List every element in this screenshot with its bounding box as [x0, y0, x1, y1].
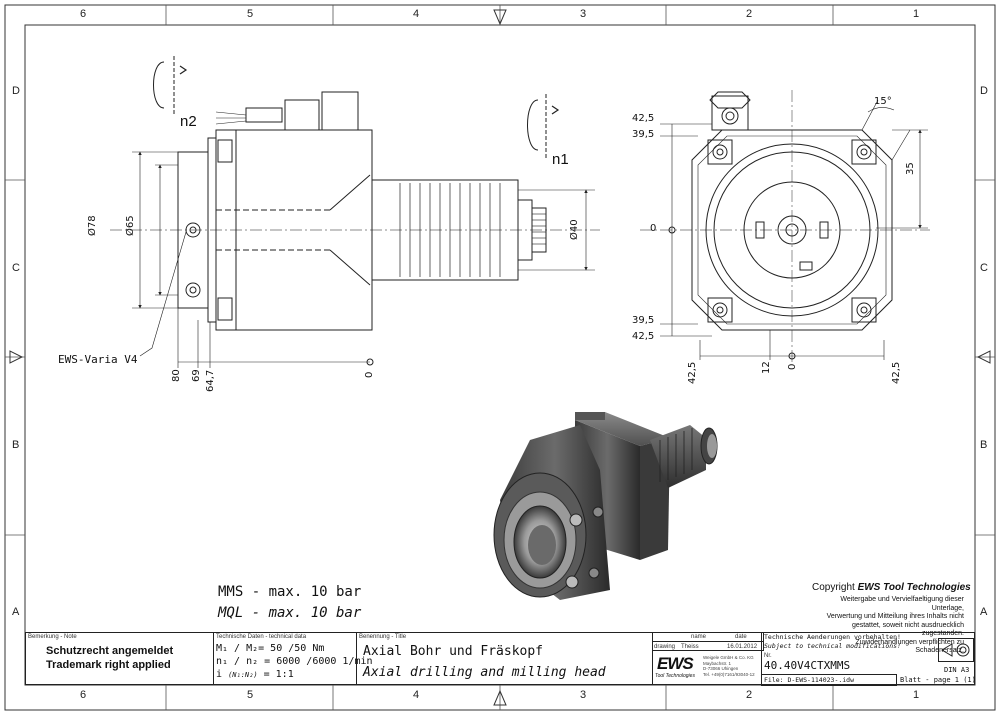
dim-0-front-bottom: 0 — [787, 363, 798, 370]
company-address: Weigele GmbH & Co. KG Maybachstr. 1 D-73… — [703, 655, 755, 677]
mms-note: MMS - max. 10 bar — [218, 584, 362, 600]
zone-bottom-4: 4 — [413, 689, 420, 701]
dim-d78: Ø78 — [87, 215, 98, 236]
zone-bottom-3: 3 — [580, 689, 587, 701]
number-cell: Technische Aenderungen vorbehalten! Subj… — [761, 632, 976, 686]
dim-12: 12 — [761, 361, 772, 374]
remark-line-1: Schutzrecht angemeldet — [46, 645, 174, 657]
dim-d65: Ø65 — [125, 215, 136, 236]
dim-0-front: 0 — [650, 223, 657, 234]
front-view — [640, 90, 930, 365]
ratio-spec: i (N₁:N₂) = 1:1 — [216, 669, 294, 680]
dim-69: 69 — [191, 369, 202, 382]
zone-bottom-5: 5 — [247, 689, 254, 701]
copyright-text: Weitergabe und Vervielfaeltigung dieser … — [826, 596, 964, 654]
dim-0-side: 0 — [364, 371, 375, 378]
interface-label: EWS-Varia V4 — [58, 353, 138, 366]
zone-left-b: B — [12, 439, 20, 451]
torque-spec: M₁ / M₂= 50 /50 Nm — [216, 643, 325, 654]
sheet-page: Blatt - page 1 (1) — [900, 676, 976, 684]
zone-bottom-2: 2 — [746, 689, 753, 701]
zone-bottom-6: 6 — [80, 689, 87, 701]
logo-subtitle: Tool Technologies — [655, 673, 695, 679]
dim-d40: Ø40 — [569, 219, 580, 240]
zone-top-3: 3 — [580, 8, 587, 20]
n1-label: n1 — [552, 151, 569, 168]
zone-bottom-1: 1 — [913, 689, 920, 701]
dim-39-5-bottom: 39,5 — [632, 315, 655, 326]
ews-logo: EWS — [657, 654, 694, 673]
zone-right-d: D — [980, 85, 988, 97]
zone-right-c: C — [980, 262, 988, 274]
dim-64-7: 64,7 — [205, 369, 216, 392]
projection-symbol — [938, 638, 974, 662]
zone-right-b: B — [980, 439, 988, 451]
speed-spec: n₁ / n₂ = 6000 /6000 1/min — [216, 656, 373, 667]
dim-42-5-left: 42,5 — [687, 361, 698, 384]
title-cell: Benennung - Title Axial Bohr und Fräskop… — [356, 632, 653, 685]
frame-zone-ticks — [5, 5, 995, 710]
zone-left-c: C — [12, 262, 20, 274]
title-block: Bemerkung - Note Schutzrecht angemeldet … — [25, 632, 976, 686]
dim-42-5-bottom: 42,5 — [632, 331, 655, 342]
mql-note: MQL - max. 10 bar — [218, 605, 362, 621]
zone-right-a: A — [980, 606, 988, 618]
dim-80: 80 — [171, 369, 182, 382]
tech-data-cell: Technische Daten - technical data M₁ / M… — [213, 632, 373, 685]
zone-top-4: 4 — [413, 8, 420, 20]
dim-15-deg: 15° — [874, 96, 892, 107]
zone-top-5: 5 — [247, 8, 254, 20]
title-english: Axial drilling and milling head — [363, 665, 606, 680]
isometric-render — [493, 412, 718, 600]
n2-label: n2 — [180, 113, 197, 130]
drawn-date: 16.01.2012 — [727, 644, 758, 650]
dim-42-5-top: 42,5 — [632, 113, 655, 124]
zone-left-d: D — [12, 85, 20, 97]
copyright-heading: Copyright EWS Tool Technologies — [812, 582, 971, 593]
approval-cell: name date drawing Theiss 16.01.2012 EWS … — [652, 632, 764, 685]
dim-42-5-right: 42,5 — [891, 361, 902, 384]
part-number: 40.40V4CTXMMS — [764, 659, 851, 672]
title-german: Axial Bohr und Fräskopf — [363, 644, 544, 659]
zone-top-6: 6 — [80, 8, 87, 20]
zone-top-2: 2 — [746, 8, 753, 20]
zone-left-a: A — [12, 606, 20, 618]
drawn-by: Theiss — [681, 644, 699, 650]
sheet-size: DIN A3 — [944, 666, 970, 674]
dim-35: 35 — [905, 162, 916, 175]
file-name: File: D-EWS-114023-.idw — [764, 676, 855, 684]
remark-cell: Bemerkung - Note Schutzrecht angemeldet … — [25, 632, 214, 685]
zone-top-1: 1 — [913, 8, 920, 20]
remark-line-2: Trademark right applied — [46, 659, 171, 671]
dim-39-5-top: 39,5 — [632, 129, 655, 140]
side-view — [110, 56, 600, 368]
